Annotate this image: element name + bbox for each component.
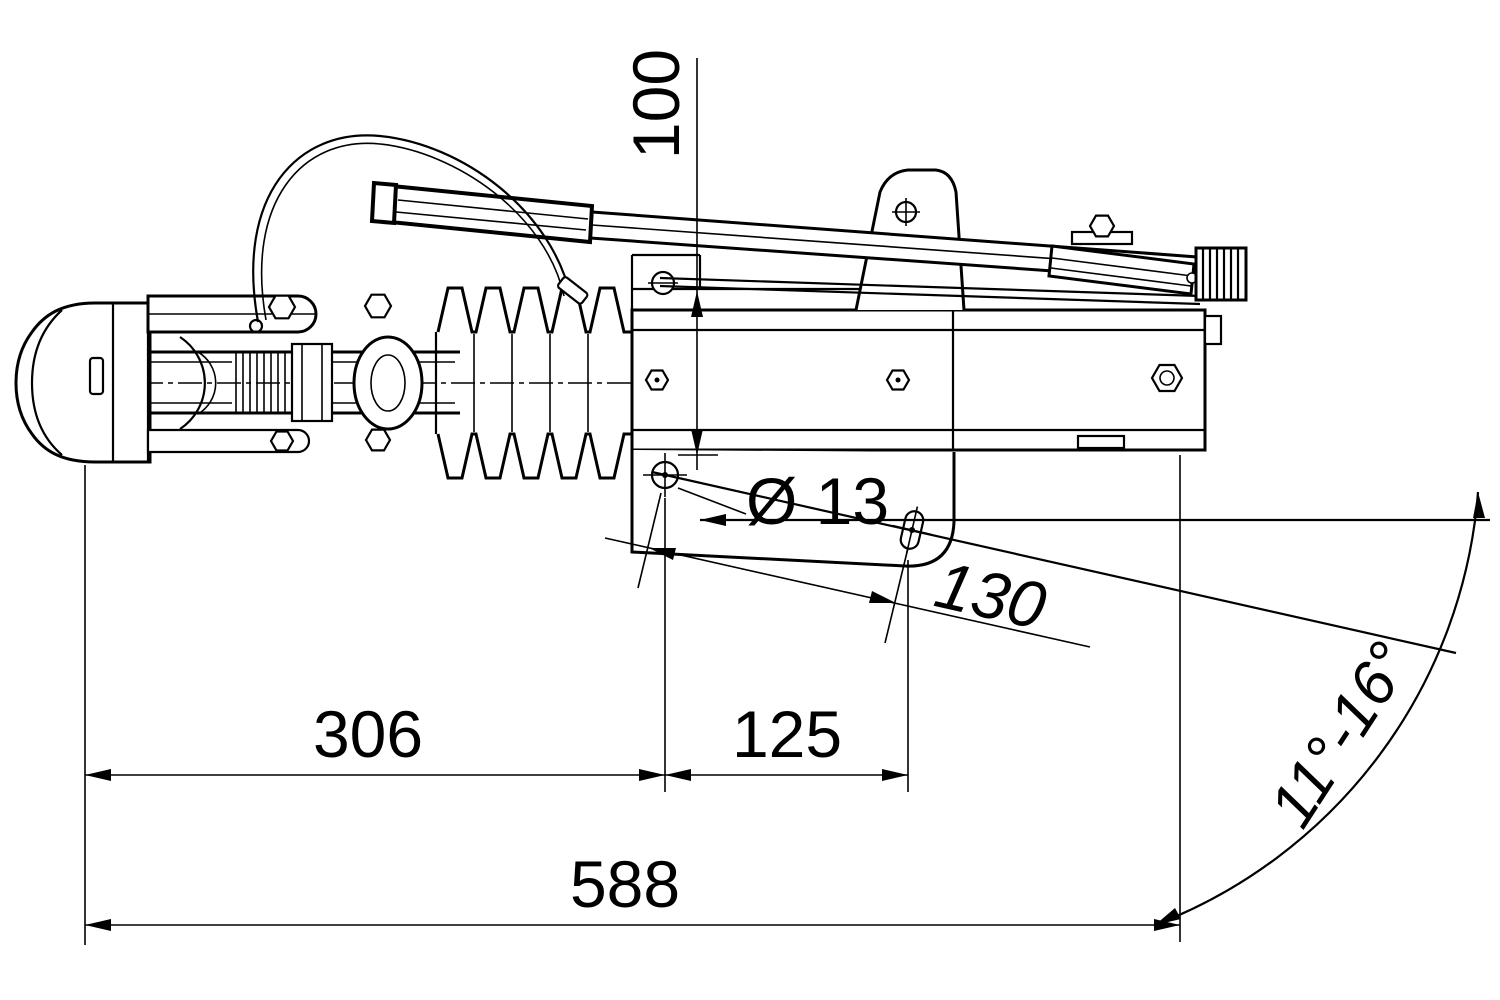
thread-section xyxy=(235,352,286,413)
cable-fitting xyxy=(556,276,589,305)
main-frame xyxy=(630,253,1223,452)
extension-lines xyxy=(84,455,1181,945)
frame-top-bolt xyxy=(1088,214,1116,238)
angle-range-label: 11°-16° xyxy=(1256,631,1425,839)
bellows xyxy=(434,286,632,480)
dim-306-label: 306 xyxy=(313,697,423,771)
inclined-reference-line xyxy=(651,470,1457,655)
frame-bottom-step xyxy=(1076,434,1126,450)
dim-588-label: 588 xyxy=(570,847,680,921)
frame-bolt-right xyxy=(1150,363,1184,393)
dim-130-label: 130 xyxy=(929,547,1053,643)
ball-socket-arc xyxy=(30,309,63,456)
dimension-306: 306 xyxy=(85,697,665,781)
flange-bolt-bottom xyxy=(364,428,392,452)
wear-indicator-pin xyxy=(88,356,105,396)
collar-nut xyxy=(290,342,334,423)
dim-diameter-label: Ø 13 xyxy=(746,464,889,538)
breakaway-cable xyxy=(248,134,589,334)
handle-nut xyxy=(267,294,297,320)
dim-125-label: 125 xyxy=(732,697,842,771)
lower-nut xyxy=(269,430,295,452)
dimension-diameter-13: Ø 13 xyxy=(677,464,889,538)
pull-rod xyxy=(659,276,1201,298)
diameter-leader-line xyxy=(677,487,747,515)
flange-bolt-top xyxy=(363,293,393,319)
ratchet-teeth xyxy=(1194,246,1248,302)
angle-arc xyxy=(1154,491,1480,927)
frame-end-cap xyxy=(1203,314,1223,346)
cable-eyelet xyxy=(248,318,264,334)
dimension-100: 100 xyxy=(619,49,718,470)
dimension-588: 588 xyxy=(85,847,1180,931)
coupling-head xyxy=(14,294,318,464)
lever-knob xyxy=(369,180,399,226)
flange xyxy=(352,293,424,452)
dimension-125: 125 xyxy=(665,697,908,781)
lower-flange xyxy=(146,428,311,454)
cable-icon xyxy=(252,134,573,323)
dim-100-label: 100 xyxy=(619,49,693,159)
handbrake-lever xyxy=(369,180,1248,306)
